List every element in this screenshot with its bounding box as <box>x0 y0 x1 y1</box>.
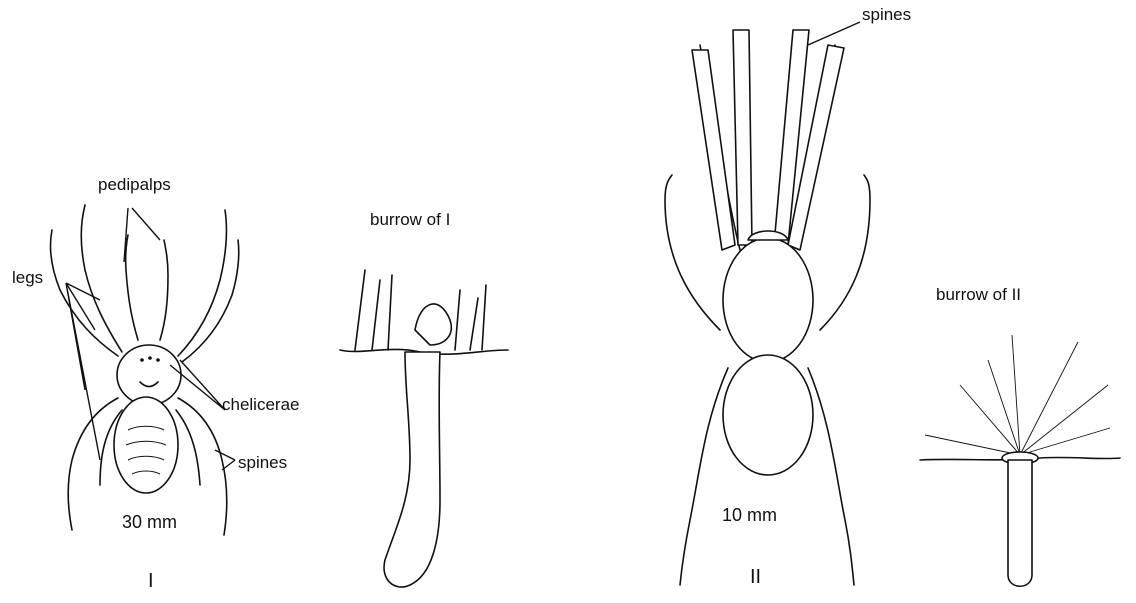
burrow-II-silk-lines <box>925 335 1110 455</box>
spider-I-eye <box>140 358 144 362</box>
spines-right-pointer <box>808 22 860 45</box>
burrow-I-tube <box>384 352 440 587</box>
label-spines-right: spines <box>862 5 911 25</box>
burrow-I-drawing <box>340 270 508 587</box>
label-legs: legs <box>12 268 43 288</box>
label-burrow-II: burrow of II <box>936 285 1021 305</box>
label-numeral-II: II <box>750 566 761 589</box>
label-chelicerae: chelicerae <box>222 395 300 415</box>
spider-II-cephalothorax <box>723 238 813 362</box>
spider-II-abdomen <box>723 355 813 475</box>
spider-I-eye <box>156 358 160 362</box>
burrow-II-drawing <box>920 335 1120 586</box>
label-numeral-I: I <box>148 570 154 593</box>
label-spines-left: spines <box>238 453 287 473</box>
spider-I-cephalothorax <box>117 345 181 405</box>
label-burrow-I: burrow of I <box>370 210 450 230</box>
spider-II-front-legs <box>692 30 844 250</box>
spines-left-pointer <box>215 450 235 470</box>
spider-II-drawing <box>665 30 870 585</box>
label-pedipalps: pedipalps <box>98 175 171 195</box>
burrow-I-trapdoor <box>415 304 451 345</box>
spider-I-eye <box>148 356 152 360</box>
label-size-II: 10 mm <box>722 505 777 526</box>
pedipalps-pointer <box>124 208 160 262</box>
label-size-I: 30 mm <box>122 512 177 533</box>
spider-I-pedipalps <box>126 235 168 340</box>
spider-I-abdomen <box>114 397 178 493</box>
burrow-I-grass-blades <box>355 270 486 350</box>
burrow-II-tube <box>1008 460 1032 586</box>
spider-I-drawing <box>50 205 238 535</box>
